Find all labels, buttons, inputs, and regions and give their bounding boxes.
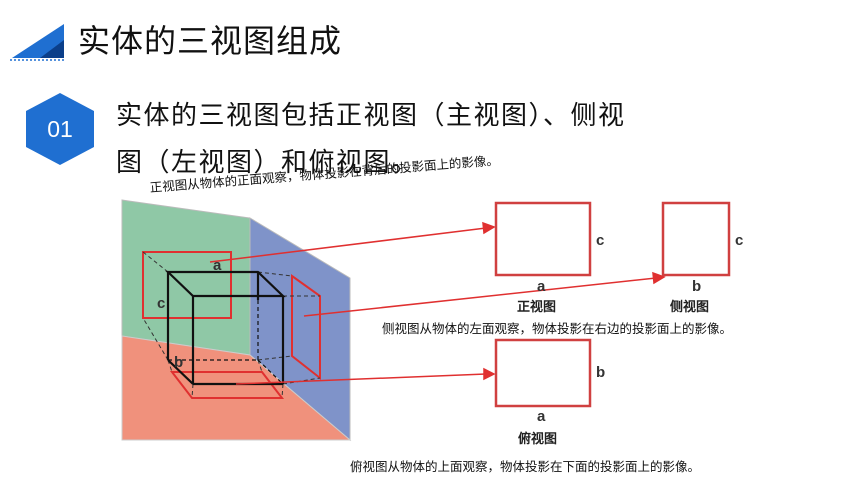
cube-label-b: b: [174, 354, 184, 371]
top-view-label-b: b: [596, 364, 606, 381]
projection-dashed-lines: [142, 251, 321, 399]
side-view-label-c: c: [735, 232, 744, 249]
top-view-caption: 俯视图: [518, 432, 558, 447]
intro-line-2: 图（左视图）和俯视图。: [116, 148, 419, 178]
side-view-note: 侧视图从物体的左面观察，物体投影在右边的投影面上的影像。: [382, 321, 733, 336]
cube-hidden-edges: [168, 300, 284, 385]
section-number: 01: [47, 115, 73, 142]
side-view-label-b: b: [692, 278, 702, 295]
cube-label-a: a: [213, 257, 222, 274]
projection-arrows: [209, 221, 666, 385]
top-view-note: 俯视图从物体的上面观察，物体投影在下面的投影面上的影像。: [350, 459, 701, 474]
front-view-label-a: a: [537, 278, 546, 295]
page-title: 实体的三视图组成: [78, 22, 343, 60]
intro-line-1: 实体的三视图包括正视图（主视图）、侧视: [116, 101, 626, 131]
top-view-box: [494, 338, 592, 408]
side-view-box: [661, 201, 731, 277]
cube-label-c: c: [157, 295, 166, 312]
front-view-box: [494, 201, 592, 277]
front-projection-rect: [142, 251, 232, 319]
front-view-label-c: c: [596, 232, 605, 249]
front-view-caption: 正视图: [517, 300, 557, 315]
side-view-caption: 侧视图: [670, 300, 710, 315]
triangle-accent-icon: [12, 24, 64, 58]
triangle-small-icon: [40, 40, 64, 58]
title-decoration: [10, 24, 66, 61]
floor-projection-plane: [121, 335, 352, 441]
section-number-badge: [26, 93, 94, 165]
top-view-label-a: a: [537, 408, 546, 425]
hexagon-icon: [26, 93, 94, 165]
